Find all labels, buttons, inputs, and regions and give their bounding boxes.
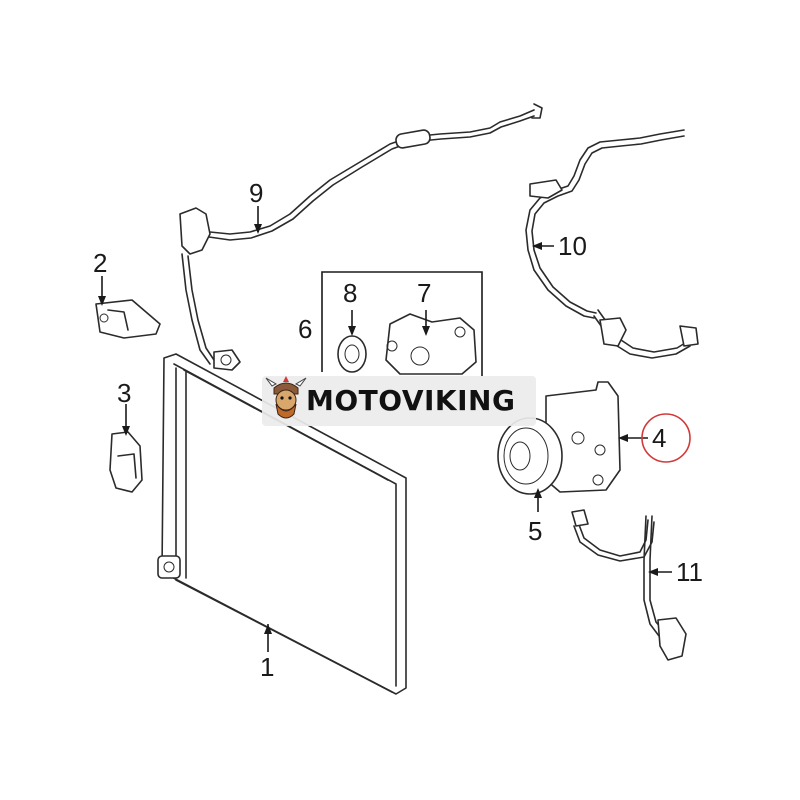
svg-text:8: 8 (343, 278, 357, 308)
callout-10: 10 (532, 231, 587, 261)
condenser-1 (157, 353, 407, 695)
bracket-3 (109, 431, 143, 493)
svg-text:6: 6 (298, 314, 312, 344)
callout-7: 7 (417, 278, 431, 336)
callout-8: 8 (343, 278, 357, 336)
compressor-5 (497, 381, 621, 495)
svg-text:4: 4 (652, 423, 666, 453)
clutch-8 (337, 335, 367, 373)
callout-11: 11 (648, 557, 703, 587)
callout-3: 3 (117, 378, 131, 436)
svg-text:3: 3 (117, 378, 131, 408)
callout-4: 4 (618, 413, 691, 463)
callout-9: 9 (249, 178, 263, 234)
callout-5: 5 (528, 488, 542, 546)
svg-text:11: 11 (676, 557, 703, 587)
svg-text:5: 5 (528, 516, 542, 546)
svg-text:2: 2 (93, 248, 107, 278)
bracket-2 (95, 299, 161, 339)
svg-text:9: 9 (249, 178, 263, 208)
ac-line-10 (525, 129, 699, 359)
callout-2: 2 (93, 248, 107, 306)
callout-6: 6 (298, 314, 312, 344)
callout-1: 1 (260, 624, 274, 682)
ac-line-9 (179, 103, 543, 371)
watermark-banner (262, 376, 536, 426)
svg-text:10: 10 (558, 231, 587, 261)
field-coil-7 (385, 313, 477, 375)
watermark-text: MOTOVIKING (306, 384, 516, 417)
svg-text:7: 7 (417, 278, 431, 308)
highlight-circle (641, 413, 691, 463)
ac-line-11 (571, 509, 687, 661)
group-box-6 (321, 271, 483, 376)
svg-text:1: 1 (260, 652, 274, 682)
